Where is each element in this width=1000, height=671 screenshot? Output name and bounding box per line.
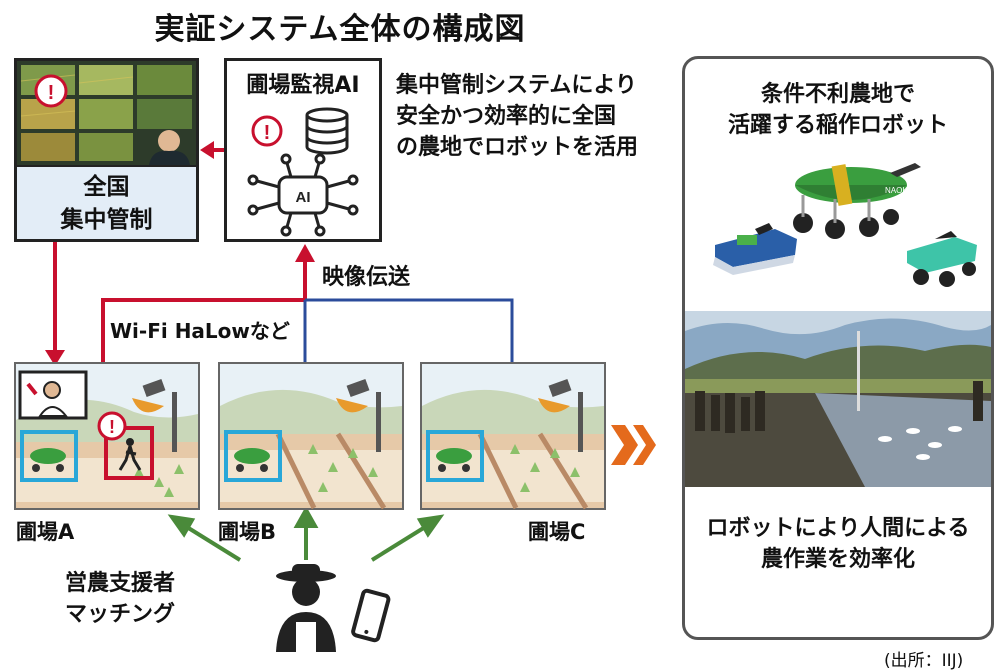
diagram-title: 実証システム全体の構成図 bbox=[154, 12, 526, 47]
support-line1: 営農支援者 bbox=[64, 571, 175, 596]
svg-text:!: ! bbox=[109, 417, 115, 437]
field-a-scene: ! bbox=[14, 362, 200, 510]
description-line2: 安全かつ効率的に全国 bbox=[396, 104, 617, 129]
source-credit: (出所：IIJ) bbox=[884, 651, 964, 671]
video-transmission-label: 映像伝送 bbox=[322, 265, 411, 290]
farmer-icon bbox=[276, 564, 391, 652]
robot-small-left bbox=[713, 223, 797, 275]
network-label: Wi-Fi HaLowなど bbox=[110, 319, 290, 343]
paddy-field-photo bbox=[685, 311, 991, 487]
farmer-arrows bbox=[167, 505, 445, 562]
ai-box-title: 圃場監視AI bbox=[246, 73, 360, 98]
robot-large: NAOKO bbox=[793, 163, 921, 239]
alert-icon: ! bbox=[251, 115, 283, 147]
support-line2: マッチング bbox=[64, 602, 175, 627]
central-control-box: ! 全国 集中管制 bbox=[14, 58, 199, 242]
monitor-wall-image: ! bbox=[17, 61, 196, 165]
ai-chip-label: AI bbox=[296, 189, 311, 206]
field-b-scene bbox=[218, 362, 404, 510]
field-c-label: 圃場C bbox=[528, 520, 586, 544]
svg-text:!: ! bbox=[48, 82, 55, 104]
description-line1: 集中管制システムにより bbox=[396, 73, 637, 98]
field-ai-box: 圃場監視AI ! AI bbox=[224, 58, 382, 242]
robot-panel: 条件不利農地で 活躍する稲作ロボット NAOKO bbox=[682, 56, 994, 640]
svg-text:NAOKO: NAOKO bbox=[885, 186, 914, 195]
description-line3: の農地でロボットを活用 bbox=[396, 135, 639, 160]
orange-chevrons bbox=[611, 425, 656, 465]
central-label-line2: 集中管制 bbox=[60, 207, 153, 233]
field-c-scene bbox=[420, 362, 606, 510]
robot-footer-line1: ロボットにより人間による bbox=[706, 516, 970, 541]
ai-icons: ! AI bbox=[247, 107, 359, 237]
support-matching-label: 営農支援者 マッチング bbox=[40, 568, 200, 630]
robot-small-right bbox=[907, 231, 977, 287]
ai-chip-icon bbox=[247, 153, 359, 237]
rice-robots-image: NAOKO bbox=[713, 163, 977, 287]
smartphone-icon bbox=[351, 588, 391, 643]
robot-heading-line2: 活躍する稲作ロボット bbox=[727, 113, 948, 138]
field-a-link bbox=[101, 298, 305, 362]
field-b-label: 圃場B bbox=[218, 520, 277, 544]
database-icon bbox=[305, 107, 349, 155]
robot-heading-line1: 条件不利農地で bbox=[760, 82, 915, 107]
robot-footer-line2: 農作業を効率化 bbox=[760, 547, 915, 572]
system-description: 集中管制システムにより 安全かつ効率的に全国 の農地でロボットを活用 bbox=[396, 70, 681, 163]
field-a-label: 圃場A bbox=[16, 520, 75, 544]
svg-text:!: ! bbox=[264, 122, 271, 144]
central-label-line1: 全国 bbox=[83, 174, 130, 200]
field-c-link bbox=[305, 298, 514, 362]
